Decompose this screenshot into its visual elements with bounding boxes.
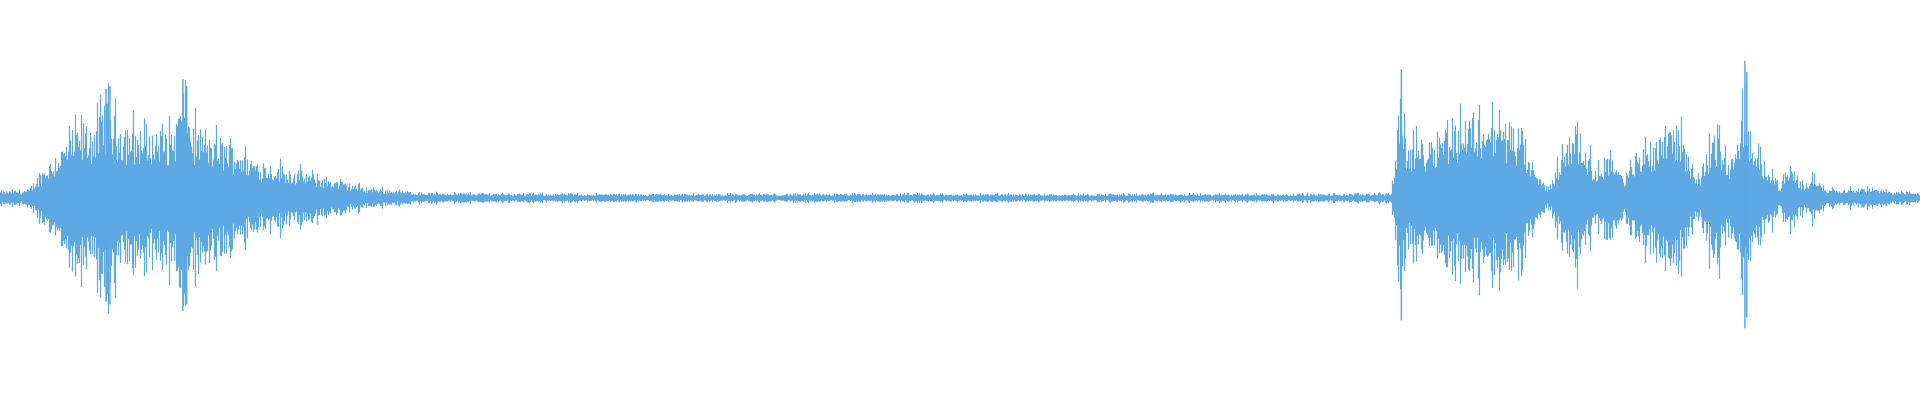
waveform-samples [0,60,1920,329]
